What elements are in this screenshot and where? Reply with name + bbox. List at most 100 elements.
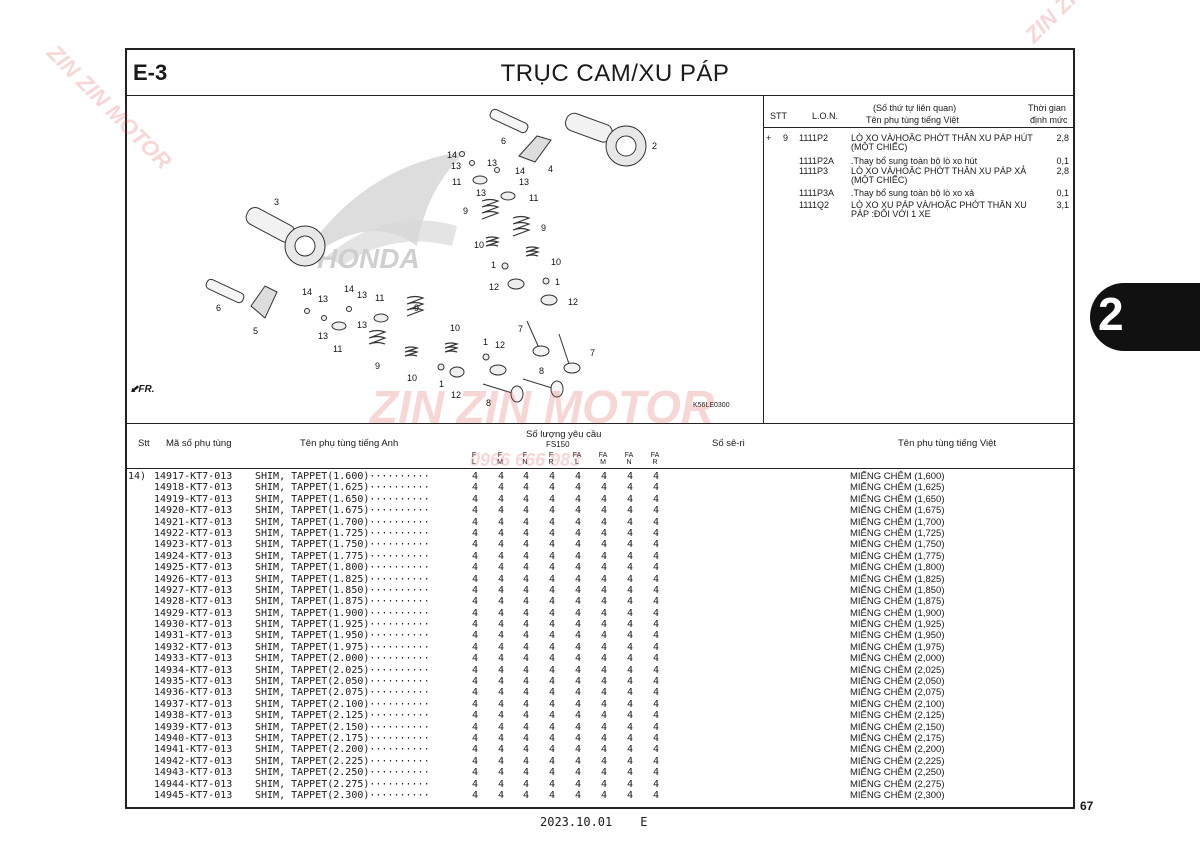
qty-cell: 4 [626, 664, 634, 676]
callout-13: 13 [357, 290, 367, 300]
qty-cell: 4 [574, 641, 582, 653]
part-name-en: SHIM, TAPPET(1.750)·········· [255, 539, 430, 551]
qty-cell: 4 [652, 607, 660, 619]
qty-cell: 4 [600, 550, 608, 562]
qty-cell: 4 [522, 687, 530, 699]
qty-cell: 4 [548, 653, 556, 665]
qty-cell: 4 [548, 676, 556, 688]
part-name-en: SHIM, TAPPET(1.725)·········· [255, 527, 430, 539]
part-number: 14922-KT7-013 [154, 527, 233, 539]
callout-14: 14 [344, 284, 354, 294]
part-name-en: SHIM, TAPPET(2.200)·········· [255, 744, 430, 756]
qty-cell: 4 [626, 527, 634, 539]
qty-cell: 4 [626, 471, 634, 482]
part-number: 14931-KT7-013 [154, 630, 233, 642]
qty-cell: 4 [652, 653, 660, 665]
callout-13: 13 [519, 177, 529, 187]
qty-cell: 4 [626, 653, 634, 665]
lon-nm: LÒ XO XU PÁP VÀ/HOẶC PHỚT THÂN XU PÁP :Đ… [851, 200, 1027, 219]
qty-cell: 4 [548, 482, 556, 494]
page-title: TRỤC CAM/XU PÁP [500, 60, 730, 87]
callout-13: 13 [476, 188, 486, 198]
part-number: 14921-KT7-013 [154, 516, 233, 528]
qty-cell: 4 [497, 755, 505, 767]
qty-cell: 4 [471, 789, 479, 801]
part-name-en: SHIM, TAPPET(2.000)·········· [255, 653, 430, 665]
qty-cell: 4 [626, 482, 634, 494]
qty-cell: 4 [497, 505, 505, 517]
part-name-en: SHIM, TAPPET(2.100)·········· [255, 698, 430, 710]
part-number: 14918-KT7-013 [154, 482, 233, 494]
qty-cell: 4 [522, 550, 530, 562]
qty-cell: 4 [471, 562, 479, 574]
footer-revision: E [640, 815, 648, 829]
callout-11: 11 [375, 293, 384, 303]
qty-cell: 4 [574, 653, 582, 665]
part-number: 14939-KT7-013 [154, 721, 233, 733]
part-number: 14936-KT7-013 [154, 687, 233, 699]
part-name-vn: MIẾNG CHÊM (2,025) [850, 664, 945, 676]
qty-cell: 4 [626, 641, 634, 653]
qty-cell: 4 [471, 573, 479, 585]
qty-cell: 4 [522, 698, 530, 710]
qty-cell: 4 [600, 607, 608, 619]
qty-cell: 4 [497, 471, 505, 482]
qty-cell: 4 [574, 596, 582, 608]
part-name-vn: MIẾNG CHÊM (2,100) [850, 698, 945, 710]
qty-cell: 4 [574, 732, 582, 744]
qty-cell: 4 [574, 721, 582, 733]
callout-12: 12 [495, 340, 505, 350]
part-number: 14930-KT7-013 [154, 619, 233, 631]
part-name-en: SHIM, TAPPET(2.300)·········· [255, 789, 430, 801]
part-name-en: SHIM, TAPPET(1.600)·········· [255, 471, 430, 482]
qty-cell: 4 [497, 596, 505, 608]
lon-header-divider [764, 127, 1073, 128]
lon-header-desc1: (Số thứ tự liên quan) [873, 103, 957, 113]
lon-header-stt: STT [770, 111, 787, 121]
lon-ln: 1111P2A [799, 156, 835, 166]
qty-cell: 4 [600, 744, 608, 756]
qty-cell: 4 [600, 789, 608, 801]
part-name-en: SHIM, TAPPET(1.975)·········· [255, 641, 430, 653]
qty-cell: 4 [574, 584, 582, 596]
qty-cell: 4 [497, 573, 505, 585]
callout-9: 9 [375, 361, 380, 371]
part-name-en: SHIM, TAPPET(1.850)·········· [255, 584, 430, 596]
part-name-vn: MIẾNG CHÊM (2,275) [850, 778, 945, 790]
qty-cell: 4 [626, 767, 634, 779]
qty-cell: 4 [626, 676, 634, 688]
callout-10: 10 [407, 373, 417, 383]
qty-cell: 4 [471, 493, 479, 505]
honda-logo-text: HONDA [317, 243, 420, 274]
qty-cell: 4 [522, 630, 530, 642]
qty-cell: 4 [471, 664, 479, 676]
qty-cell: 4 [471, 710, 479, 722]
qty-cell: 4 [600, 505, 608, 517]
qty-cell: 4 [522, 732, 530, 744]
rocker-shafts [205, 108, 529, 304]
callout-9: 9 [463, 206, 468, 216]
part-name-vn: MIẾNG CHÊM (1,625) [850, 482, 945, 494]
qty-cell: 4 [548, 767, 556, 779]
qty-cell: 4 [574, 789, 582, 801]
part-name-vn: MIẾNG CHÊM (1,875) [850, 596, 945, 608]
qty-cell: 4 [652, 778, 660, 790]
part-name-en: SHIM, TAPPET(2.250)·········· [255, 767, 430, 779]
diagram-divider [763, 96, 764, 423]
qty-cell: 4 [497, 676, 505, 688]
part-number: 14924-KT7-013 [154, 550, 233, 562]
qty-cell: 4 [652, 573, 660, 585]
callout-12: 12 [451, 390, 461, 400]
qty-cell: 4 [497, 653, 505, 665]
qty-cell: 4 [574, 619, 582, 631]
qty-cell: 4 [522, 539, 530, 551]
front-arrow-icon: ⬋ [130, 384, 139, 395]
part-name-vn: MIẾNG CHÊM (1,850) [850, 584, 945, 596]
callout-13: 13 [318, 331, 328, 341]
